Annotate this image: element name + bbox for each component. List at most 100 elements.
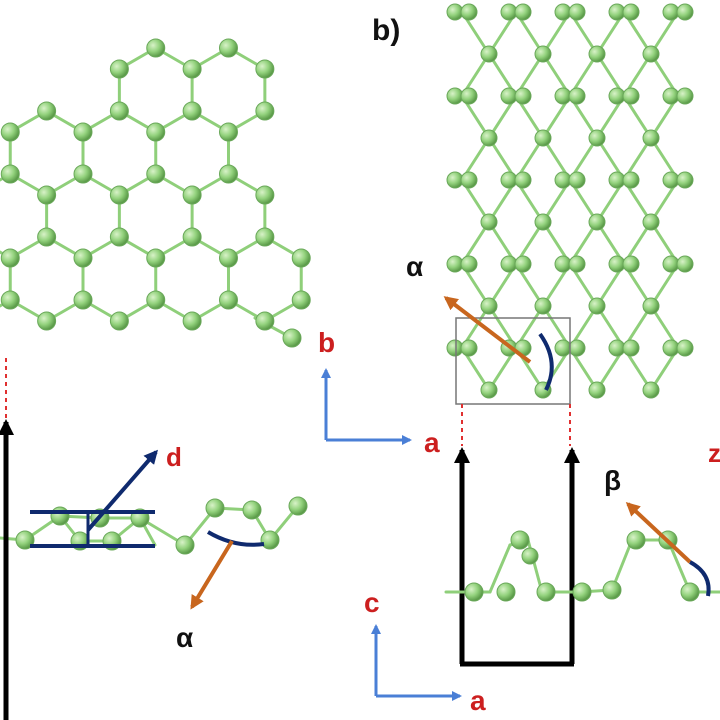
atom — [73, 122, 93, 142]
atom — [676, 3, 694, 21]
atom — [109, 227, 129, 247]
d-vector-arrow — [86, 449, 158, 532]
atom — [588, 129, 606, 147]
atom — [622, 339, 640, 357]
atom — [514, 3, 532, 21]
atom — [146, 122, 166, 142]
atom — [622, 255, 640, 273]
atom — [291, 290, 311, 310]
atom — [146, 290, 166, 310]
hex-lattice-top-view — [0, 38, 311, 348]
beta-angle-arc — [688, 560, 711, 597]
atom — [182, 311, 202, 331]
atom — [676, 87, 694, 105]
atom — [460, 171, 478, 189]
atom — [218, 38, 238, 58]
unit-cell-box — [455, 317, 571, 405]
atom — [73, 164, 93, 184]
atom — [146, 38, 166, 58]
a-axis-label-bottom: a — [470, 685, 486, 716]
atom — [588, 381, 606, 399]
ca-axes — [371, 624, 462, 701]
atom — [182, 185, 202, 205]
atom — [480, 213, 498, 231]
atom — [460, 255, 478, 273]
atom — [218, 290, 238, 310]
atom — [109, 311, 129, 331]
atom — [568, 171, 586, 189]
atom — [514, 255, 532, 273]
atom — [255, 311, 275, 331]
atom — [642, 129, 660, 147]
b-axis-label: b — [318, 327, 335, 358]
atom — [534, 213, 552, 231]
atom — [460, 3, 478, 21]
atom — [291, 248, 311, 268]
atom — [37, 101, 57, 121]
atom — [218, 248, 238, 268]
atom — [642, 381, 660, 399]
atom — [182, 227, 202, 247]
atom — [534, 297, 552, 315]
side-view-unit-cell — [454, 447, 580, 667]
atom — [182, 59, 202, 79]
alpha-angle-arc-right — [538, 332, 554, 391]
beta-label: β — [604, 465, 621, 496]
a-axis-label-top: a — [424, 427, 440, 458]
atom — [534, 45, 552, 63]
atom — [642, 297, 660, 315]
atom — [0, 290, 20, 310]
atom — [622, 3, 640, 21]
atom — [37, 311, 57, 331]
c-axis-label: c — [364, 587, 380, 618]
atom — [622, 171, 640, 189]
atom — [588, 213, 606, 231]
atom — [218, 164, 238, 184]
atom — [0, 248, 20, 268]
alpha-arrow-left — [190, 539, 234, 610]
atom — [282, 328, 302, 348]
atom — [0, 122, 20, 142]
atom — [73, 248, 93, 268]
atom — [676, 171, 694, 189]
atom — [37, 185, 57, 205]
atom — [460, 339, 478, 357]
atom — [0, 164, 20, 184]
atom — [182, 101, 202, 121]
atom — [676, 255, 694, 273]
atom — [73, 290, 93, 310]
alpha-angle-arc-left — [206, 530, 265, 547]
atom — [146, 164, 166, 184]
atom — [255, 101, 275, 121]
alpha-arrow-right — [443, 296, 532, 364]
atom — [109, 185, 129, 205]
atom — [676, 339, 694, 357]
d-label: d — [166, 442, 182, 472]
atom — [642, 45, 660, 63]
cut-off-label-right: z — [708, 438, 720, 468]
side-view-atoms-left — [15, 496, 308, 555]
atom — [622, 87, 640, 105]
atom — [568, 87, 586, 105]
atom — [588, 45, 606, 63]
atom — [460, 87, 478, 105]
atom — [255, 227, 275, 247]
atom — [146, 248, 166, 268]
atom — [255, 59, 275, 79]
atom — [514, 171, 532, 189]
atom — [480, 297, 498, 315]
atom — [588, 297, 606, 315]
ab-axes — [321, 368, 412, 445]
atom — [37, 227, 57, 247]
atom — [218, 122, 238, 142]
atom — [480, 129, 498, 147]
atom — [568, 339, 586, 357]
atom — [480, 45, 498, 63]
atom — [534, 129, 552, 147]
atom — [514, 87, 532, 105]
alpha-label-left: α — [176, 622, 193, 653]
atom — [568, 3, 586, 21]
atom — [642, 213, 660, 231]
panel-b-label: b) — [372, 14, 400, 47]
